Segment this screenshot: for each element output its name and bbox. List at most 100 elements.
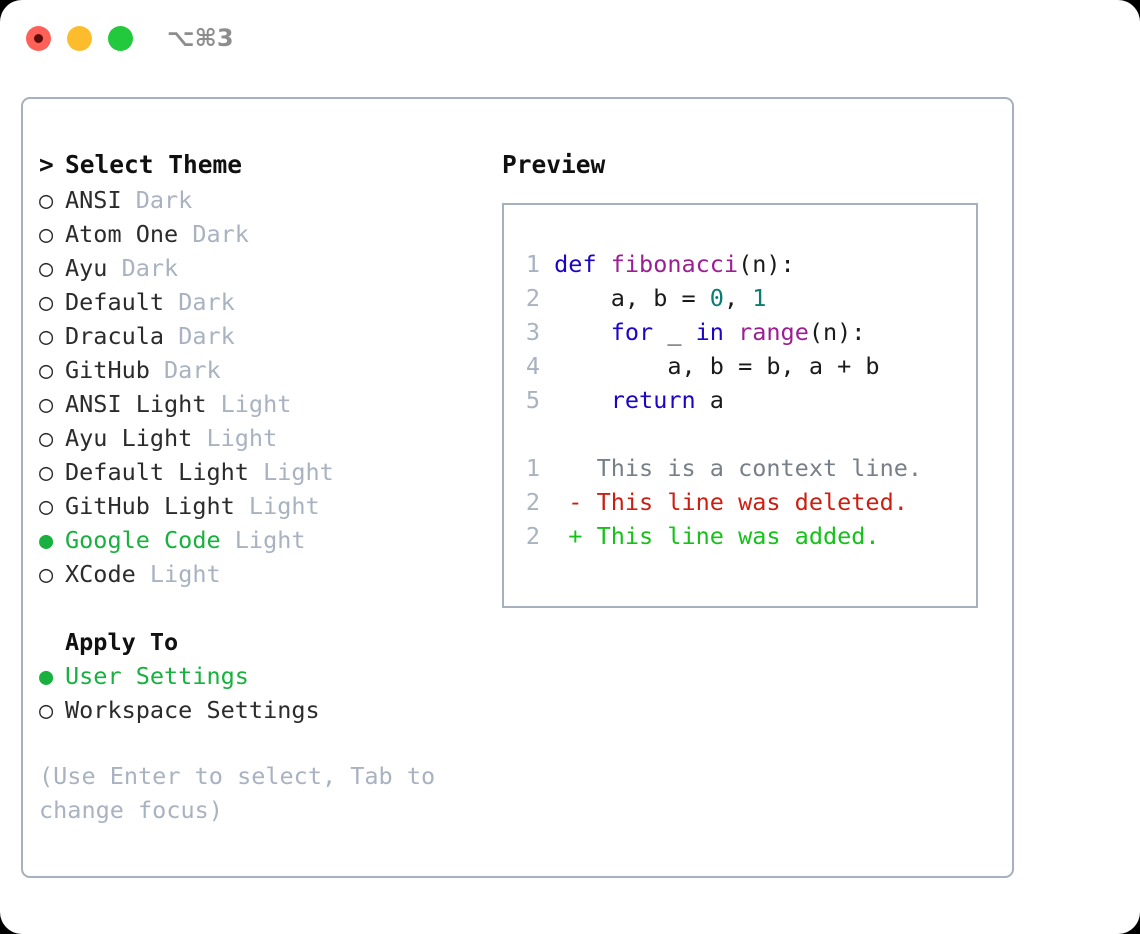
theme-list-item[interactable]: ● Google Code Light <box>39 523 489 557</box>
keyboard-shortcut-label: ⌥⌘3 <box>167 24 234 52</box>
code-line: 2 a, b = 0, 1 <box>514 281 972 315</box>
theme-name: ANSI Light <box>65 390 207 418</box>
theme-variant-badge: Dark <box>164 322 235 350</box>
line-number: 4 <box>525 352 540 380</box>
apply-to-option-label: User Settings <box>65 662 249 690</box>
line-number: 2 <box>525 488 540 516</box>
radio-unselected-icon: ○ <box>39 560 54 588</box>
radio-unselected-icon: ○ <box>39 254 54 282</box>
code-line: 4 a, b = b, a + b <box>514 349 972 383</box>
code-line: 5 return a <box>514 383 972 417</box>
theme-name: Atom One <box>65 220 179 248</box>
minimize-button[interactable] <box>67 26 92 51</box>
theme-name: Ayu <box>65 254 108 282</box>
theme-name: Ayu Light <box>65 424 193 452</box>
page-title: Select Theme <box>65 150 243 179</box>
diff-line: 2 - This line was deleted. <box>514 485 972 519</box>
line-number: 2 <box>525 522 540 550</box>
theme-variant-badge: Light <box>234 492 320 520</box>
code-token <box>724 318 738 346</box>
code-token: 0 <box>709 284 724 312</box>
theme-list[interactable]: ○ANSI Dark○Atom One Dark○Ayu Dark○Defaul… <box>39 183 489 591</box>
code-token: (n): <box>738 250 795 278</box>
maximize-button[interactable] <box>108 26 133 51</box>
hint-line-2: change focus) <box>39 796 223 824</box>
hint-line-1: (Use Enter to select, Tab to <box>39 762 436 790</box>
line-number: 1 <box>525 454 540 482</box>
theme-name: Dracula <box>65 322 165 350</box>
theme-list-item[interactable]: ○ Dracula Dark <box>39 319 489 353</box>
theme-variant-badge: Dark <box>149 356 221 384</box>
apply-to-list[interactable]: ● User Settings ○Workspace Settings <box>39 659 489 727</box>
line-number: 2 <box>525 284 540 312</box>
theme-name: GitHub Light <box>65 492 235 520</box>
theme-list-item[interactable]: ○ ANSI Light Light <box>39 387 489 421</box>
apply-to-option[interactable]: ○Workspace Settings <box>39 693 489 727</box>
diff-line-text: - This line was deleted. <box>554 488 908 516</box>
theme-variant-badge: Dark <box>107 254 179 282</box>
line-number: 5 <box>525 386 540 414</box>
theme-variant-badge: Light <box>135 560 221 588</box>
apply-to-option[interactable]: ● User Settings <box>39 659 489 693</box>
code-token: (n): <box>808 318 866 346</box>
code-line: 3 for _ in range(n): <box>514 315 972 349</box>
radio-unselected-icon: ○ <box>39 186 54 214</box>
dialog-card: > Select Theme ○ ANSI Dark ○ Atom One Dark ○ A… <box>21 97 1014 878</box>
theme-list-item[interactable]: ○ Ayu Dark <box>39 251 489 285</box>
theme-list-item[interactable]: ○Default Dark <box>39 285 489 319</box>
radio-unselected-icon: ○ <box>39 322 54 350</box>
code-token: a <box>695 386 724 414</box>
theme-variant-badge: Light <box>248 458 334 486</box>
caret-icon: > <box>39 150 54 179</box>
theme-name: ANSI <box>65 186 122 214</box>
radio-unselected-icon: ○ <box>39 458 54 486</box>
line-number: 1 <box>525 250 540 278</box>
theme-list-item[interactable]: ○GitHub Light Light <box>39 489 489 523</box>
radio-unselected-icon: ○ <box>39 220 54 248</box>
code-diff-spacer <box>514 417 972 451</box>
theme-variant-badge: Light <box>220 526 306 554</box>
theme-name: GitHub <box>65 356 150 384</box>
theme-picker-panel: > Select Theme ○ ANSI Dark ○ Atom One Dark ○ A… <box>39 147 489 727</box>
code-token: def <box>554 250 611 278</box>
title-bar: ⌥⌘3 <box>0 0 1140 78</box>
theme-list-item[interactable]: ○ GitHub Dark <box>39 353 489 387</box>
theme-variant-badge: Dark <box>164 288 235 316</box>
theme-list-item[interactable]: ○ Atom One Dark <box>39 217 489 251</box>
preview-title: Preview <box>502 150 606 179</box>
theme-variant-badge: Dark <box>121 186 193 214</box>
radio-unselected-icon: ○ <box>39 288 54 316</box>
theme-list-item[interactable]: ○Ayu Light Light <box>39 421 489 455</box>
radio-selected-icon: ● <box>39 662 54 690</box>
code-token: a, b = b, a + b <box>554 352 880 380</box>
theme-variant-badge: Dark <box>178 220 249 248</box>
theme-name: Default Light <box>65 458 249 486</box>
diff-line-text: + This line was added. <box>554 522 880 550</box>
code-token: in <box>695 318 724 346</box>
code-token: for <box>610 318 654 346</box>
theme-name: XCode <box>65 560 136 588</box>
code-token: return <box>610 386 696 414</box>
theme-variant-badge: Light <box>206 390 292 418</box>
code-token: range <box>738 318 809 346</box>
theme-list-item[interactable]: ○ Default Light Light <box>39 455 489 489</box>
radio-unselected-icon: ○ <box>39 424 54 452</box>
theme-name: Google Code <box>65 526 221 554</box>
radio-unselected-icon: ○ <box>39 390 54 418</box>
radio-selected-icon: ● <box>39 526 54 554</box>
apply-to-label: Apply To <box>65 628 179 656</box>
line-number: 3 <box>525 318 540 346</box>
diff-line-text: This is a context line. <box>554 454 923 482</box>
radio-unselected-icon: ○ <box>39 696 54 724</box>
preview-panel: Preview <box>502 147 992 183</box>
code-token: a, b = <box>554 284 710 312</box>
diff-line: 1 This is a context line. <box>514 451 972 485</box>
close-button[interactable] <box>26 26 51 51</box>
radio-unselected-icon: ○ <box>39 356 54 384</box>
theme-list-item[interactable]: ○ ANSI Dark <box>39 183 489 217</box>
code-token <box>554 386 611 414</box>
theme-list-item[interactable]: ○ XCode Light <box>39 557 489 591</box>
